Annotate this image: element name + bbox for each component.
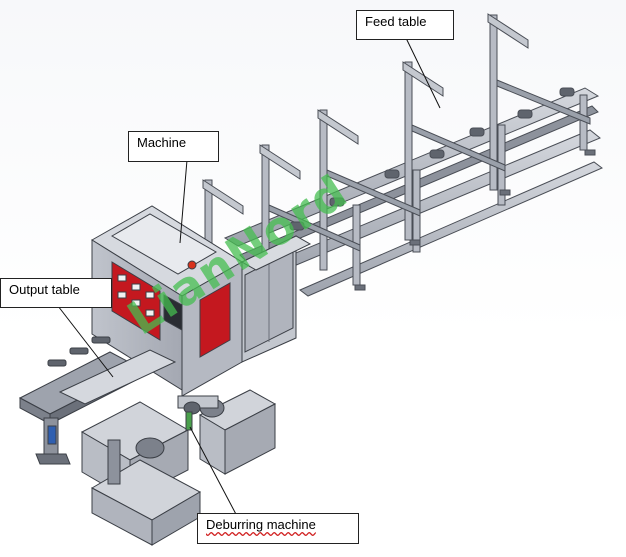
leader-output-table <box>57 305 114 378</box>
label-deburring-machine: Deburring machine <box>197 513 359 544</box>
leader-lines <box>57 37 441 519</box>
leader-feed-table <box>405 37 441 109</box>
label-deburring-machine-text: Deburring machine <box>206 517 316 532</box>
leader-machine <box>179 159 188 244</box>
machine-body <box>91 205 312 397</box>
feed-table <box>202 13 603 297</box>
leader-deburring-machine <box>189 426 239 519</box>
deburring-machine <box>80 389 277 546</box>
label-machine: Machine <box>128 131 219 162</box>
output-table <box>18 336 177 465</box>
label-feed-table: Feed table <box>356 10 454 40</box>
label-output-table: Output table <box>0 278 112 308</box>
